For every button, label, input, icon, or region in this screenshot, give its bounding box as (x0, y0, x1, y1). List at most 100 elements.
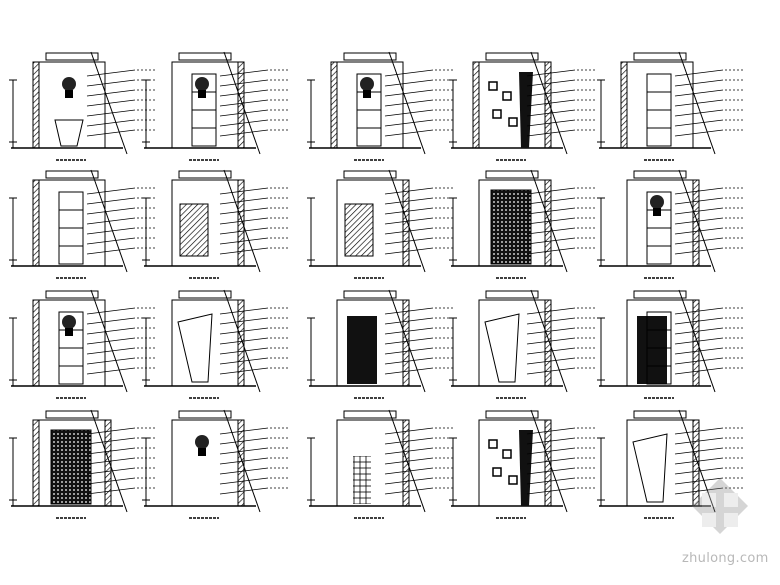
leader-line (384, 69, 434, 77)
leader-line (219, 357, 269, 365)
leader-line (526, 347, 576, 355)
leader-line (526, 437, 576, 445)
leader-line (86, 347, 136, 355)
leader-line (384, 317, 434, 325)
ceiling-section (485, 170, 539, 179)
elevation-panel (597, 409, 745, 519)
leader-line (86, 437, 136, 445)
elevation-outline (171, 179, 239, 267)
leader-line (86, 367, 136, 375)
picture-frame (502, 449, 512, 459)
elevation-outline (478, 61, 546, 149)
elevation-outline (38, 179, 106, 267)
picture-frame (508, 117, 518, 127)
elevation-panel (307, 169, 455, 279)
elevation-outline (171, 419, 239, 507)
leader-line (86, 337, 136, 345)
elevation-outline (478, 419, 546, 507)
leader-line (219, 327, 269, 335)
leader-line (219, 367, 269, 375)
tile-grid (353, 456, 371, 504)
leader-line (219, 307, 269, 315)
leader-line (219, 247, 269, 255)
watermark-square (702, 493, 716, 507)
leader-line (384, 109, 434, 117)
leader-line (674, 129, 724, 137)
leader-line (86, 197, 136, 205)
leader-line (86, 327, 136, 335)
leader-line (526, 367, 576, 375)
leader-line (526, 457, 576, 465)
plant-symbol (62, 77, 76, 91)
plant-symbol (650, 195, 664, 209)
leader-line (674, 327, 724, 335)
watermark-square (702, 513, 716, 527)
leader-line (384, 357, 434, 365)
dark-block (637, 316, 667, 384)
leader-line (219, 187, 269, 195)
leader-line (526, 467, 576, 475)
leader-line (526, 337, 576, 345)
leader-line (219, 437, 269, 445)
leader-line (526, 79, 576, 87)
leader-line (219, 119, 269, 127)
leader-line (384, 327, 434, 335)
leader-line (674, 367, 724, 375)
watermark-square (724, 493, 738, 507)
picture-frame (508, 475, 518, 485)
leader-line (86, 487, 136, 495)
leader-line (219, 69, 269, 77)
slanted-panel (177, 313, 213, 383)
wall-hatch-left (32, 61, 40, 149)
leader-line (526, 217, 576, 225)
leader-line (384, 99, 434, 107)
leader-line (86, 457, 136, 465)
leader-line (384, 89, 434, 97)
elevation-outline (38, 419, 106, 507)
elevation-panel (142, 51, 290, 161)
elevation-outline (336, 179, 404, 267)
leader-line (219, 467, 269, 475)
plant-symbol (195, 77, 209, 91)
ceiling-section (178, 170, 232, 179)
leader-line (384, 437, 434, 445)
planter-pot (198, 448, 206, 456)
elevation-outline (171, 61, 239, 149)
slanted-panel (484, 313, 520, 383)
elevation-outline (336, 419, 404, 507)
leader-line (674, 477, 724, 485)
leader-line (219, 227, 269, 235)
elevation-panel (9, 169, 157, 279)
leader-line (674, 119, 724, 127)
leader-line (526, 237, 576, 245)
elevation-outline (626, 61, 694, 149)
wall-hatch-left (32, 299, 40, 387)
leader-line (384, 307, 434, 315)
leader-line (526, 227, 576, 235)
elevation-panel (449, 169, 597, 279)
leader-line (86, 207, 136, 215)
dark-stone-panel (50, 429, 92, 505)
elevation-panel (597, 169, 745, 279)
ceiling-section (343, 170, 397, 179)
planter-pot (65, 90, 73, 98)
leader-line (219, 457, 269, 465)
elevation-outline (478, 179, 546, 267)
slanted-panel (632, 433, 668, 503)
leader-line (674, 247, 724, 255)
leader-line (384, 447, 434, 455)
leader-line (674, 187, 724, 195)
leader-line (219, 129, 269, 137)
leader-line (86, 99, 136, 107)
ceiling-section (45, 170, 99, 179)
dark-stone-panel (490, 189, 532, 265)
elevation-outline (626, 179, 694, 267)
leader-line (86, 109, 136, 117)
watermark-text: zhulong.com (682, 551, 769, 566)
leader-line (526, 197, 576, 205)
leader-line (384, 207, 434, 215)
leader-line (219, 447, 269, 455)
leader-line (526, 317, 576, 325)
leader-line (384, 197, 434, 205)
plant-symbol (360, 77, 374, 91)
